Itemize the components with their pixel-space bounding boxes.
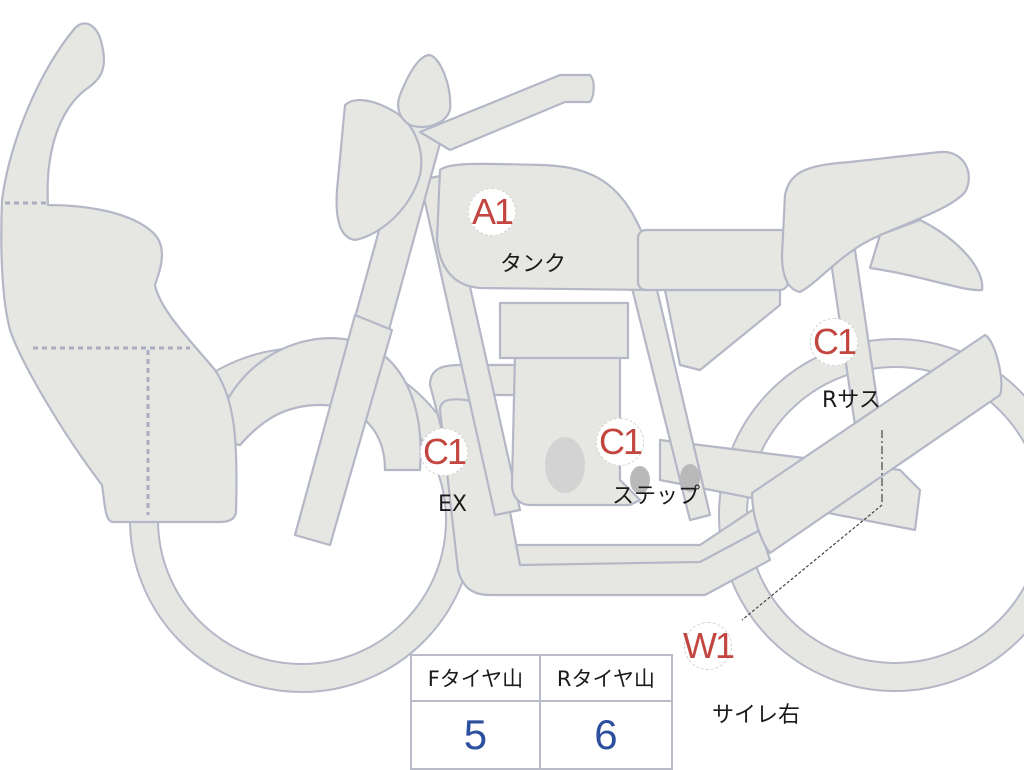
- rear-tyre-value: 6: [538, 700, 674, 770]
- rear-tyre-header: Rタイヤ山: [538, 654, 674, 702]
- fairing[interactable]: [0, 22, 238, 524]
- engine-cover: [545, 437, 585, 493]
- marker-code-step[interactable]: C1: [596, 418, 644, 466]
- fork-tube[interactable]: [293, 313, 394, 547]
- marker-code-rear-suspension[interactable]: C1: [810, 318, 858, 366]
- headlight[interactable]: [335, 98, 423, 242]
- side-cover[interactable]: [663, 288, 782, 372]
- marker-label-rear-suspension: Rサス: [822, 388, 881, 413]
- seat-front[interactable]: [636, 228, 790, 292]
- front-tyre-header: Fタイヤ山: [410, 654, 541, 702]
- engine[interactable]: [510, 353, 642, 507]
- tyre-tread-table: Fタイヤ山 Rタイヤ山 5 6: [410, 654, 674, 770]
- marker-code-muffler-right[interactable]: W1: [683, 622, 735, 670]
- handlebar[interactable]: [418, 73, 595, 152]
- marker-code-exhaust[interactable]: C1: [420, 428, 468, 476]
- mirror[interactable]: [397, 53, 452, 128]
- step-peg: [630, 466, 650, 494]
- rear-wheel[interactable]: [718, 338, 1024, 692]
- tail-cowl[interactable]: [868, 218, 984, 292]
- front-tyre-value: 5: [410, 700, 541, 770]
- marker-label-muffler-right: サイレ右: [712, 703, 801, 728]
- marker-code-tank[interactable]: A1: [468, 188, 516, 236]
- marker-label-exhaust: EX: [438, 492, 467, 517]
- marker-label-tank: タンク: [500, 252, 567, 277]
- marker-label-step: ステップ: [612, 484, 701, 509]
- fairing-cut-lines: [5, 201, 190, 515]
- muffler[interactable]: [750, 333, 1003, 555]
- leader-line: [741, 430, 883, 621]
- engine-head[interactable]: [498, 301, 630, 360]
- step-peg: [680, 464, 700, 492]
- seat[interactable]: [780, 150, 970, 294]
